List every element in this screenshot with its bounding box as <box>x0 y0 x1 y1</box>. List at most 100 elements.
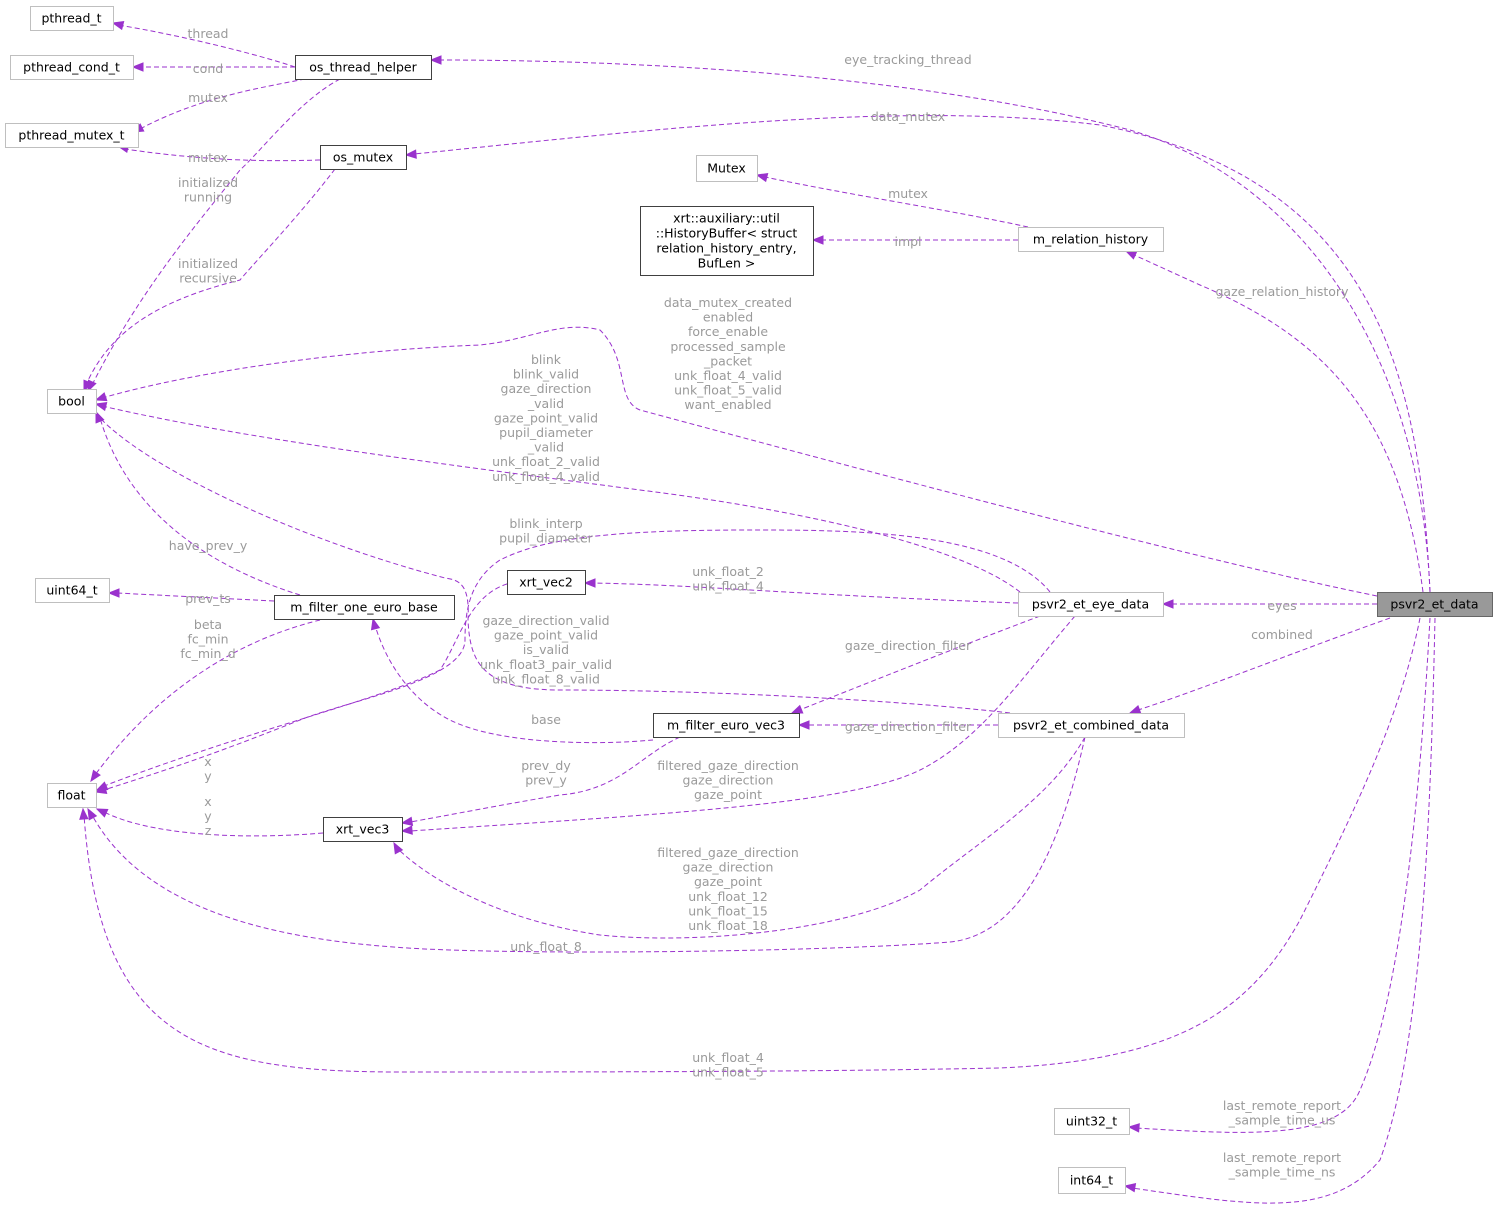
edge-arrowhead <box>107 588 120 598</box>
edge-label-line: cond <box>193 61 223 76</box>
node-os-thread-helper[interactable]: os_thread_helper <box>295 55 432 80</box>
node-label: psvr2_et_eye_data <box>1032 597 1149 612</box>
edge-label-line: thread <box>188 26 229 41</box>
edge-label-line: prev_ts <box>185 591 231 606</box>
edge-cond <box>131 62 295 72</box>
node-m-relation-history[interactable]: m_relation_history <box>1018 227 1164 252</box>
edge-combined-filter <box>797 720 998 730</box>
edge-arrowhead <box>400 816 414 826</box>
edge-label-eyes: eyes <box>1267 598 1296 613</box>
node-label: pthread_t <box>41 11 101 26</box>
node-pthread-cond-t[interactable]: pthread_cond_t <box>10 55 134 80</box>
node-label: os_mutex <box>333 150 393 165</box>
node-xrt-vec2[interactable]: xrt_vec2 <box>507 570 586 595</box>
edge-eye-bool <box>94 401 1021 593</box>
node-label: ::HistoryBuffer< struct <box>656 226 798 241</box>
edge-label-line: fc_min_d <box>180 646 235 661</box>
node-mutex-class[interactable]: Mutex <box>696 155 758 182</box>
node-history-buffer[interactable]: xrt::auxiliary::util::HistoryBuffer< str… <box>640 206 814 276</box>
edge-eye-vec2 <box>583 578 1019 604</box>
edge-label-line: gaze_relation_history <box>1216 284 1350 299</box>
edge-label-combined-vec3: filtered_gaze_directiongaze_directiongaz… <box>657 845 799 933</box>
node-pthread-mutex-t[interactable]: pthread_mutex_t <box>5 123 139 148</box>
edge-label-cond: cond <box>193 61 223 76</box>
edge-label-mutex-helper: mutex <box>188 90 228 105</box>
node-int64-t[interactable]: int64_t <box>1058 1167 1126 1194</box>
edge-arrowhead <box>111 20 125 31</box>
edge-label-line: last_remote_report <box>1223 1098 1341 1113</box>
edge-label-line: mutex <box>188 150 228 165</box>
edge-label-line: pupil_diameter <box>499 531 594 546</box>
node-uint32-t[interactable]: uint32_t <box>1054 1108 1130 1135</box>
edge-label-line: data_mutex <box>871 109 945 124</box>
edge-label-eye-tracking-thread: eye_tracking_thread <box>844 52 971 67</box>
edge-label-vec3-float: xyz <box>204 794 212 838</box>
edge-label-line: data_mutex_created <box>664 295 792 310</box>
node-label: Mutex <box>707 161 745 176</box>
edge-label-line: gaze_point <box>694 874 762 889</box>
edge-eye-filter <box>790 615 1041 714</box>
edge-have-prev-y <box>95 410 301 596</box>
edge-label-line: gaze_point_valid <box>494 410 598 425</box>
node-uint64-t[interactable]: uint64_t <box>35 578 110 603</box>
edge-arrowhead <box>811 235 824 245</box>
edge-label-line: gaze_point_valid <box>494 628 598 643</box>
edge-osmutex-bool <box>83 168 336 393</box>
node-bool[interactable]: bool <box>47 389 97 414</box>
edge-label-line: want_enabled <box>684 397 771 412</box>
edge-label-line: initialized <box>178 175 238 190</box>
edge-arrowhead <box>1128 704 1142 714</box>
edge-label-line: gaze_direction_filter <box>845 638 972 653</box>
node-psvr2-et-combined-data[interactable]: psvr2_et_combined_data <box>998 713 1185 738</box>
edge-label-prev-ts: prev_ts <box>185 591 231 606</box>
edge-arrowhead <box>393 841 404 855</box>
edge-arrowhead <box>131 62 144 72</box>
edge-label-line: gaze_direction_filter <box>845 719 972 734</box>
node-m-filter-euro-vec3[interactable]: m_filter_euro_vec3 <box>653 713 800 738</box>
edge-label-gaze-relation-history: gaze_relation_history <box>1216 284 1350 299</box>
edge-arrowhead <box>755 172 769 183</box>
edge-label-line: unk_float_12 <box>688 889 768 904</box>
edge-label-line: gaze_direction <box>501 381 592 396</box>
node-float[interactable]: float <box>47 783 97 808</box>
edge-label-line: x <box>204 754 211 769</box>
edge-label-line: unk_float3_pair_valid <box>480 657 612 672</box>
edge-label-have-prev-y: have_prev_y <box>169 538 248 553</box>
node-os-mutex[interactable]: os_mutex <box>320 145 407 170</box>
edge-label-base: base <box>531 712 561 727</box>
edge-label-line: unk_float_4 <box>692 1050 764 1065</box>
edge-label-line: gaze_direction <box>683 773 774 788</box>
edge-gaze-relation-history <box>1124 250 1424 593</box>
edge-impl <box>811 235 1018 245</box>
node-m-filter-one-euro-base[interactable]: m_filter_one_euro_base <box>274 595 455 620</box>
edge-label-line: mutex <box>888 186 928 201</box>
node-pthread-t[interactable]: pthread_t <box>30 6 114 31</box>
edge-label-data-mutex: data_mutex <box>871 109 945 124</box>
edge-label-line: unk_float_4 <box>692 579 764 594</box>
edge-arrowhead <box>1161 599 1174 609</box>
edge-label-line: eye_tracking_thread <box>844 52 971 67</box>
edge-label-line: _sample_time_us <box>1228 1113 1336 1128</box>
edge-sample-ns <box>1123 617 1436 1204</box>
node-label: float <box>57 788 85 803</box>
edge-label-line: have_prev_y <box>169 538 248 553</box>
edge-label-line: prev_y <box>525 773 567 788</box>
edge-label-combined-filter: gaze_direction_filter <box>845 719 972 734</box>
edge-label-line: eyes <box>1267 598 1296 613</box>
edge-label-line: filtered_gaze_direction <box>657 758 799 773</box>
edge-label-thread: thread <box>188 26 229 41</box>
node-psvr2-et-eye-data[interactable]: psvr2_et_eye_data <box>1018 592 1164 617</box>
edge-data-mutex <box>404 115 1431 593</box>
edge-label-line: unk_float_4_valid <box>492 469 600 484</box>
node-label: m_filter_euro_vec3 <box>667 718 785 733</box>
edge-label-line: pupil_diameter <box>499 425 594 440</box>
node-psvr2-et-data[interactable]: psvr2_et_data <box>1377 592 1493 617</box>
edge-label-line: y <box>204 769 212 784</box>
edge-label-mutex-osmutex: mutex <box>188 150 228 165</box>
edge-label-mutex-relation: mutex <box>888 186 928 201</box>
edge-label-line: _valid <box>527 396 564 411</box>
edge-label-line: _sample_time_ns <box>1228 1165 1336 1180</box>
node-xrt-vec3[interactable]: xrt_vec3 <box>323 817 403 842</box>
